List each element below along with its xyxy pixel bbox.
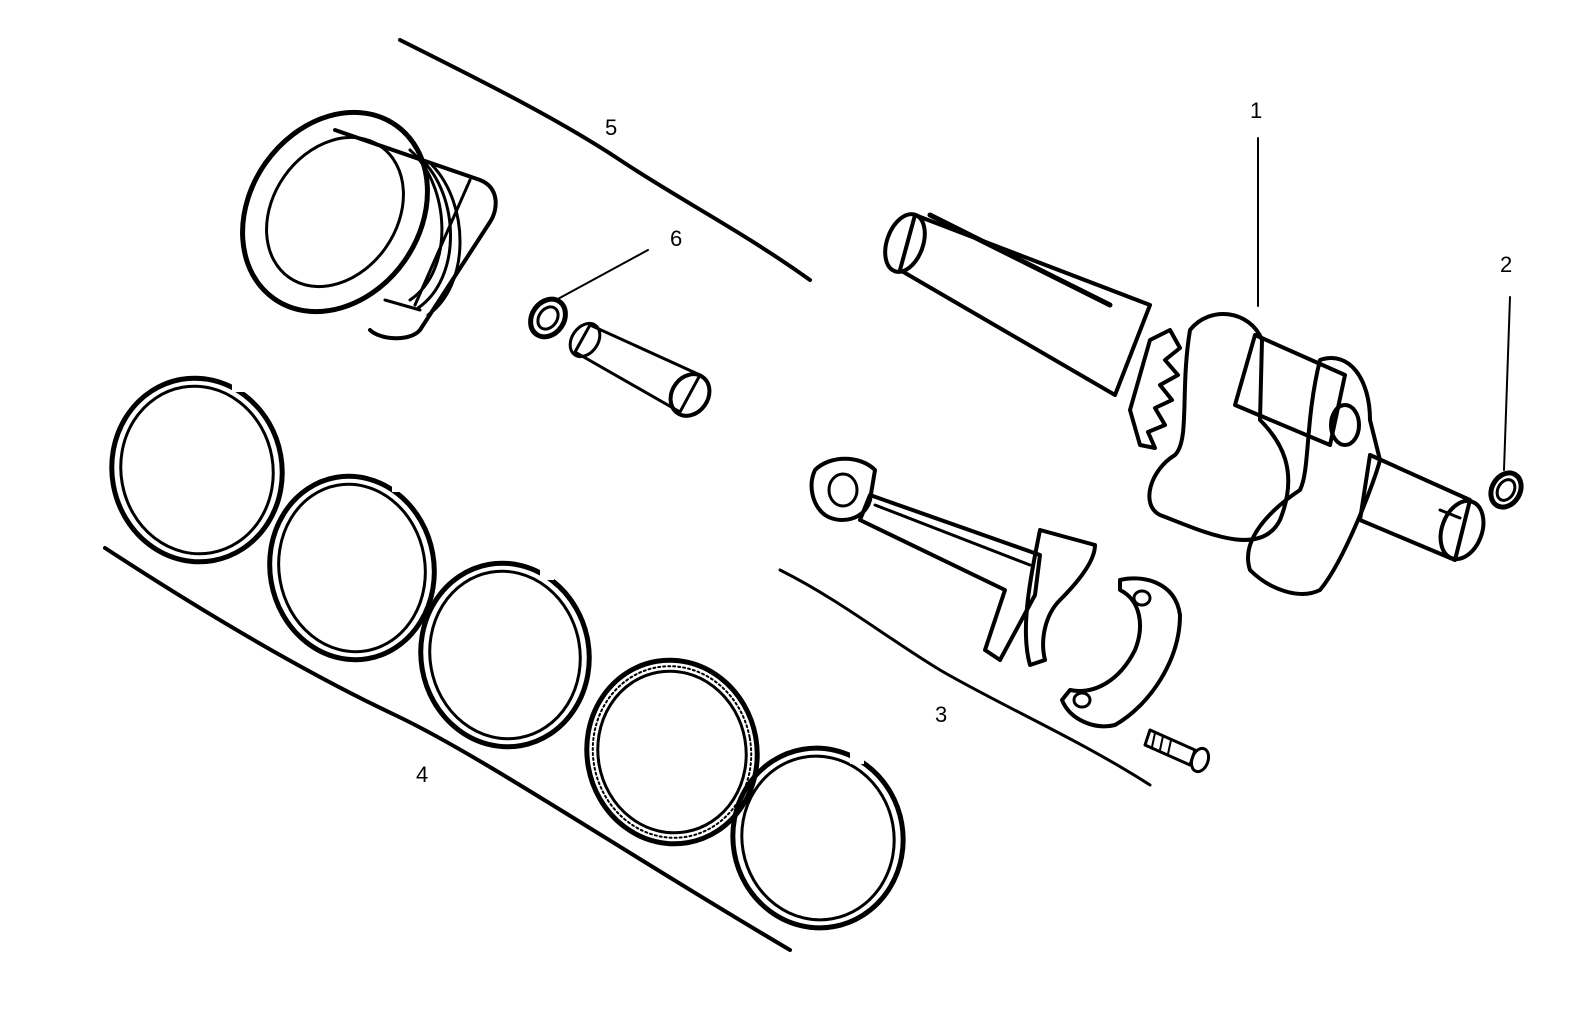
circlip-icon (528, 296, 568, 340)
bushing-ring-icon (1488, 470, 1524, 510)
bracket-line-3 (778, 568, 1152, 787)
connecting-rod-icon (809, 456, 1211, 774)
callout-3: 3 (935, 702, 947, 727)
callout-1: 1 (1250, 98, 1262, 123)
ring-1 (109, 375, 285, 565)
callout-4: 4 (416, 762, 428, 787)
leader-line-6 (555, 249, 649, 301)
piston-rings-icon (109, 375, 906, 931)
bracket-line-5 (398, 38, 812, 282)
callout-5: 5 (605, 115, 617, 140)
ring-5 (730, 745, 906, 931)
piston-pin-icon (568, 321, 712, 418)
ring-3 (418, 560, 592, 750)
ring-2 (267, 473, 437, 663)
callout-6: 6 (670, 226, 682, 251)
callout-2: 2 (1500, 252, 1512, 277)
ring-4 (584, 657, 760, 847)
bracket-line-4 (103, 546, 792, 952)
leader-line-2 (1503, 296, 1511, 471)
crankshaft-icon (883, 212, 1486, 596)
piston-icon (240, 109, 498, 341)
